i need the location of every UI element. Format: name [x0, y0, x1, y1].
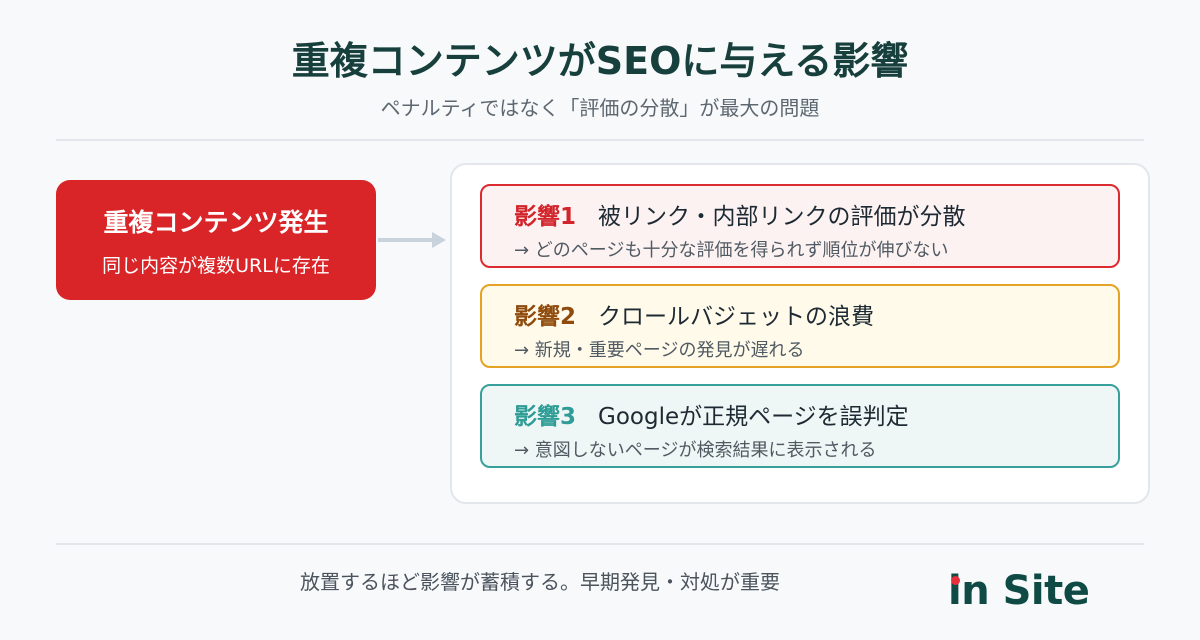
impact-title: 被リンク・内部リンクの評価が分散 [598, 204, 966, 230]
impact-card-1: 影響1 被リンク・内部リンクの評価が分散 → どのページも十分な評価を得られず順位… [480, 184, 1120, 268]
impact-heading: 影響3 Googleが正規ページを誤判定 [514, 397, 909, 431]
impact-heading: 影響1 被リンク・内部リンクの評価が分散 [514, 197, 966, 231]
impact-title: Googleが正規ページを誤判定 [598, 404, 909, 430]
logo-text: n Site [961, 568, 1090, 614]
impact-title: クロールバジェットの浪費 [598, 304, 875, 330]
impact-number: 影響1 [514, 204, 577, 230]
insite-logo: in Site [948, 568, 1090, 618]
logo-dot [951, 576, 960, 585]
arrow-right-icon [378, 232, 446, 248]
impact-detail: → どのページも十分な評価を得られず順位が伸びない [514, 240, 949, 261]
source-description: 同じ内容が複数URLに存在 [102, 254, 330, 277]
source-title: 重複コンテンツ発生 [103, 207, 329, 237]
impact-detail: → 意図しないページが検索結果に表示される [514, 440, 877, 461]
page-subtitle: ペナルティではなく「評価の分散」が最大の問題 [380, 96, 820, 120]
bottom-divider [56, 543, 1144, 545]
top-divider [56, 139, 1144, 141]
impact-card-2: 影響2 クロールバジェットの浪費 → 新規・重要ページの発見が遅れる [480, 284, 1120, 368]
impact-number: 影響2 [514, 304, 577, 330]
logo-i: i [948, 568, 962, 614]
page-title: 重複コンテンツがSEOに与える影響 [291, 39, 909, 83]
impact-detail: → 新規・重要ページの発見が遅れる [514, 340, 805, 361]
footer-note: 放置するほど影響が蓄積する。早期発見・対処が重要 [300, 570, 780, 594]
impact-card-3: 影響3 Googleが正規ページを誤判定 → 意図しないページが検索結果に表示され… [480, 384, 1120, 468]
impact-heading: 影響2 クロールバジェットの浪費 [514, 297, 874, 331]
impact-number: 影響3 [514, 404, 577, 430]
source-box: 重複コンテンツ発生 同じ内容が複数URLに存在 [56, 180, 376, 300]
